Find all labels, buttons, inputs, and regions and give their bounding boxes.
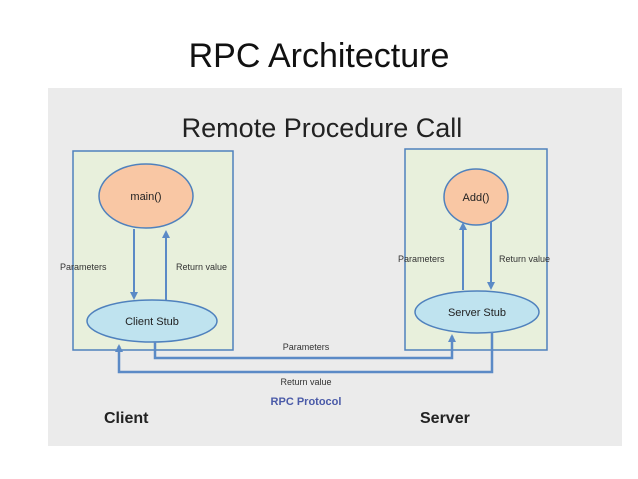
rpc-protocol-label: RPC Protocol [271,396,342,408]
client-stub-label: Client Stub [125,316,179,328]
server-return-label: Return value [499,254,550,264]
client-return-label: Return value [176,262,227,272]
server-stub-ellipse [414,290,540,334]
server-parameters-label: Parameters [398,254,445,264]
diagram-heading: Remote Procedure Call [182,113,463,143]
client-procedure-label: main() [130,191,161,203]
client-parameters-label: Parameters [60,262,107,272]
network-return-label: Return value [280,377,331,387]
server-procedure-label: Add() [463,192,490,204]
network-parameters-label: Parameters [283,342,330,352]
server-procedure-ellipse [443,168,509,226]
network-parameters-arrow [153,334,456,360]
server-label: Server [420,410,470,427]
client-label: Client [104,410,149,427]
client-stub-ellipse [86,299,218,343]
network-return-arrow [115,332,494,374]
client-procedure-ellipse [98,163,194,229]
slide-title: RPC Architecture [188,37,450,75]
server-stub-label: Server Stub [448,307,506,319]
